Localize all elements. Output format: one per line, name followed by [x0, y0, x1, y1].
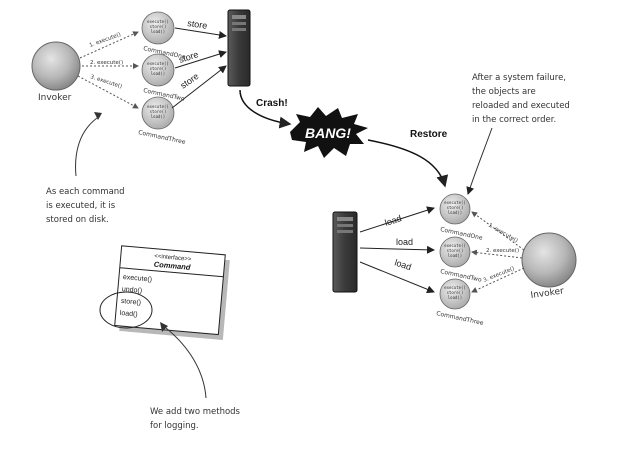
annotation-two-methods: We add two methods for logging.	[150, 322, 241, 431]
restore-label: Restore	[410, 129, 448, 140]
method-execute: execute()	[444, 200, 466, 205]
each-command-line-1: As each command	[46, 187, 125, 197]
method-execute: execute()	[147, 61, 169, 66]
store-arrows	[171, 27, 227, 109]
interface-method-execute: execute()	[123, 274, 153, 284]
after-failure-line-1: After a system failure,	[472, 73, 566, 83]
load-label-3: load	[393, 257, 412, 272]
bottom-call-1: 1. execute()	[487, 223, 519, 245]
store-label-2: store	[178, 49, 200, 65]
method-execute: execute()	[444, 243, 466, 248]
restore-arrow	[367, 139, 449, 188]
method-load: load()	[151, 114, 165, 119]
after-failure-line-2: the objects are	[472, 87, 536, 97]
top-command-three-label: CommandThree	[138, 129, 187, 146]
method-execute: execute()	[147, 104, 169, 109]
annotation-each-command: As each command is executed, it is store…	[46, 112, 125, 225]
crash-arrow	[239, 89, 292, 129]
top-call-3: 3. execute()	[89, 74, 122, 90]
method-store: store()	[447, 290, 464, 295]
method-load: load()	[151, 71, 165, 76]
bang-text: BANG!	[305, 125, 351, 141]
each-command-line-2: is executed, it is	[46, 201, 116, 211]
bottom-invoker-label: Invoker	[530, 286, 565, 301]
command-interface-card: <<interface>> Command execute() undo() s…	[114, 245, 230, 340]
bottom-command-three-label: CommandThree	[436, 310, 485, 327]
load-label-1: load	[384, 213, 403, 228]
bottom-invoker: Invoker	[521, 232, 577, 301]
bottom-execute-arrows	[471, 211, 525, 293]
after-failure-line-3: reloaded and executed	[472, 101, 570, 111]
method-load: load()	[448, 295, 462, 300]
method-store: store()	[447, 248, 464, 253]
interface-method-store: store()	[121, 298, 142, 307]
load-arrows	[359, 206, 435, 294]
annotation-after-failure: After a system failure, the objects are …	[466, 73, 570, 195]
store-label-1: store	[187, 18, 208, 31]
method-store: store()	[150, 66, 167, 71]
method-load: load()	[151, 29, 165, 34]
bang-burst: BANG!	[290, 107, 368, 158]
bottom-disk	[332, 211, 358, 293]
method-execute: execute()	[147, 19, 169, 24]
interface-stereotype: <<interface>>	[154, 254, 192, 263]
two-methods-line-1: We add two methods	[150, 407, 241, 417]
method-load: load()	[448, 253, 462, 258]
method-store: store()	[447, 205, 464, 210]
bottom-call-3: 3. execute()	[483, 266, 516, 284]
top-call-1: 1. execute()	[89, 32, 122, 49]
top-execute-arrows	[77, 31, 139, 109]
bottom-command-three: execute() store() load() CommandThree	[436, 278, 485, 327]
top-call-2: 2. execute()	[90, 60, 123, 66]
top-invoker: Invoker	[31, 41, 81, 103]
method-load: load()	[448, 210, 462, 215]
each-command-line-3: stored on disk.	[46, 215, 109, 225]
crash-label: Crash!	[256, 98, 288, 109]
bottom-call-2: 2. execute()	[486, 248, 519, 254]
two-methods-line-2: for logging.	[150, 421, 199, 431]
interface-method-load: load()	[119, 310, 137, 319]
method-store: store()	[150, 24, 167, 29]
load-label-2: load	[396, 237, 413, 247]
bottom-command-one: execute() store() load() CommandOne	[440, 193, 483, 242]
interface-method-undo: undo()	[122, 286, 143, 295]
bottom-command-two: execute() store() load() CommandTwo	[440, 236, 483, 284]
top-command-three: execute() store() load() CommandThree	[138, 96, 187, 146]
top-invoker-label: Invoker	[38, 93, 72, 103]
top-disk	[227, 9, 251, 87]
store-label-3: store	[178, 71, 200, 91]
method-execute: execute()	[444, 285, 466, 290]
highlight-ellipse	[99, 291, 153, 329]
method-store: store()	[150, 109, 167, 114]
after-failure-line-4: in the correct order.	[472, 115, 556, 125]
interface-name: Command	[153, 260, 191, 272]
